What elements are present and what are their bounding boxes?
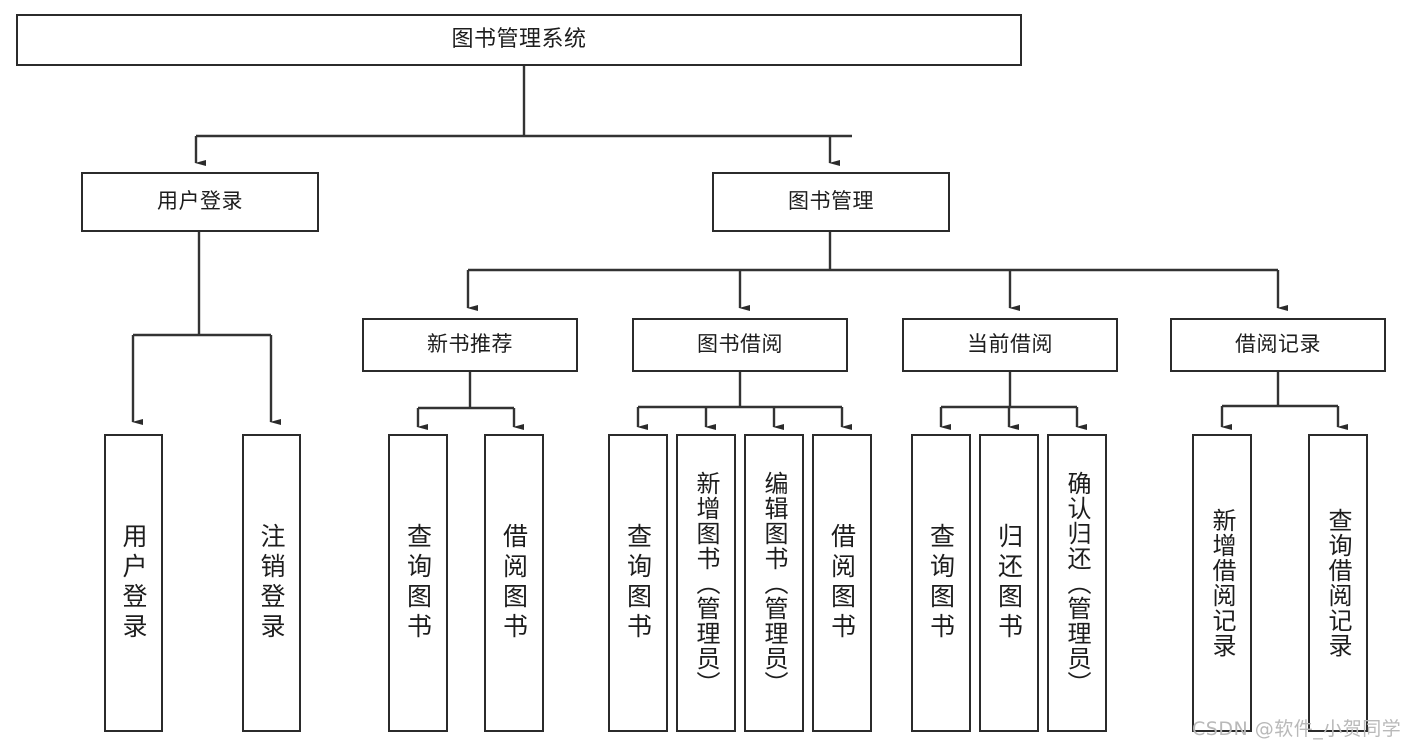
node-leaf-add-record-label: 新增借阅记录 bbox=[1208, 508, 1236, 658]
node-leaf-query-book-3[interactable]: 查询图书 bbox=[911, 434, 971, 732]
node-leaf-return-book-label: 归还图书 bbox=[994, 523, 1024, 643]
node-leaf-confirm-return-label: 确认归还（管理员） bbox=[1063, 470, 1091, 696]
node-leaf-return-book[interactable]: 归还图书 bbox=[979, 434, 1039, 732]
node-root-system[interactable]: 图书管理系统 bbox=[16, 14, 1022, 66]
node-leaf-query-book-2[interactable]: 查询图书 bbox=[608, 434, 668, 732]
node-current-borrow[interactable]: 当前借阅 bbox=[902, 318, 1118, 372]
node-book-management-label: 图书管理 bbox=[788, 189, 874, 214]
node-leaf-query-book-1-label: 查询图书 bbox=[403, 523, 433, 643]
node-leaf-user-login[interactable]: 用户登录 bbox=[104, 434, 163, 732]
node-leaf-query-book-3-label: 查询图书 bbox=[926, 523, 956, 643]
node-book-management[interactable]: 图书管理 bbox=[712, 172, 950, 232]
node-leaf-borrow-book-1-label: 借阅图书 bbox=[499, 523, 529, 643]
node-leaf-confirm-return[interactable]: 确认归还（管理员） bbox=[1047, 434, 1107, 732]
node-book-borrow[interactable]: 图书借阅 bbox=[632, 318, 848, 372]
node-leaf-query-book-1[interactable]: 查询图书 bbox=[388, 434, 448, 732]
node-leaf-edit-book-label: 编辑图书（管理员） bbox=[760, 470, 788, 696]
node-borrow-record[interactable]: 借阅记录 bbox=[1170, 318, 1386, 372]
node-new-book-recommend-label: 新书推荐 bbox=[427, 332, 513, 357]
node-leaf-edit-book[interactable]: 编辑图书（管理员） bbox=[744, 434, 804, 732]
node-leaf-borrow-book-2[interactable]: 借阅图书 bbox=[812, 434, 872, 732]
node-leaf-borrow-book-1[interactable]: 借阅图书 bbox=[484, 434, 544, 732]
node-leaf-borrow-book-2-label: 借阅图书 bbox=[827, 523, 857, 643]
node-new-book-recommend[interactable]: 新书推荐 bbox=[362, 318, 578, 372]
node-leaf-query-record[interactable]: 查询借阅记录 bbox=[1308, 434, 1368, 732]
node-user-login-label: 用户登录 bbox=[157, 189, 243, 214]
node-leaf-add-record[interactable]: 新增借阅记录 bbox=[1192, 434, 1252, 732]
node-user-login[interactable]: 用户登录 bbox=[81, 172, 319, 232]
watermark-credit: CSDN @软件_小贺同学 bbox=[1192, 718, 1402, 740]
node-current-borrow-label: 当前借阅 bbox=[967, 332, 1053, 357]
node-leaf-user-logout[interactable]: 注销登录 bbox=[242, 434, 301, 732]
node-book-borrow-label: 图书借阅 bbox=[697, 332, 783, 357]
node-leaf-user-login-label: 用户登录 bbox=[119, 523, 148, 643]
node-leaf-add-book-label: 新增图书（管理员） bbox=[692, 470, 720, 696]
node-leaf-query-book-2-label: 查询图书 bbox=[623, 523, 653, 643]
node-leaf-add-book[interactable]: 新增图书（管理员） bbox=[676, 434, 736, 732]
node-borrow-record-label: 借阅记录 bbox=[1235, 332, 1321, 357]
node-leaf-user-logout-label: 注销登录 bbox=[257, 523, 286, 643]
node-root-system-label: 图书管理系统 bbox=[451, 26, 587, 52]
node-leaf-query-record-label: 查询借阅记录 bbox=[1324, 508, 1352, 658]
